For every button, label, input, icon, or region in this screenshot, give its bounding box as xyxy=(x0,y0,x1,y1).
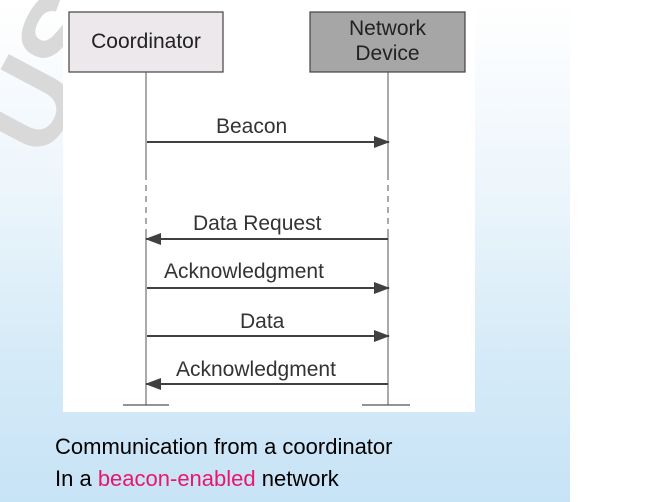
network-device-box xyxy=(309,11,466,73)
network-device-label-line2: Device xyxy=(355,42,420,65)
acknowledgment-label-1: Acknowledgment xyxy=(164,260,324,283)
data-request-label: Data Request xyxy=(193,212,322,235)
caption-line2-suffix: network xyxy=(255,466,339,491)
coordinator-label: Coordinator xyxy=(91,30,201,53)
sequence-diagram: Coordinator Network Device Beacon Data R… xyxy=(63,8,475,412)
caption-highlight: beacon-enabled xyxy=(97,466,256,491)
caption-line1: Communication from a coordinator xyxy=(55,434,393,459)
data-label: Data xyxy=(240,310,285,333)
beacon-label: Beacon xyxy=(216,115,288,138)
sequence-diagram-graphic xyxy=(68,11,466,406)
coordinator-box xyxy=(68,11,224,73)
caption-line2: In a beacon-enabled network xyxy=(55,463,392,495)
caption: Communication from a coordinator In a be… xyxy=(55,431,392,495)
network-device-label-line1: Network xyxy=(348,17,427,40)
acknowledgment-label-2: Acknowledgment xyxy=(176,358,336,381)
caption-line2-prefix: In a xyxy=(55,466,98,491)
